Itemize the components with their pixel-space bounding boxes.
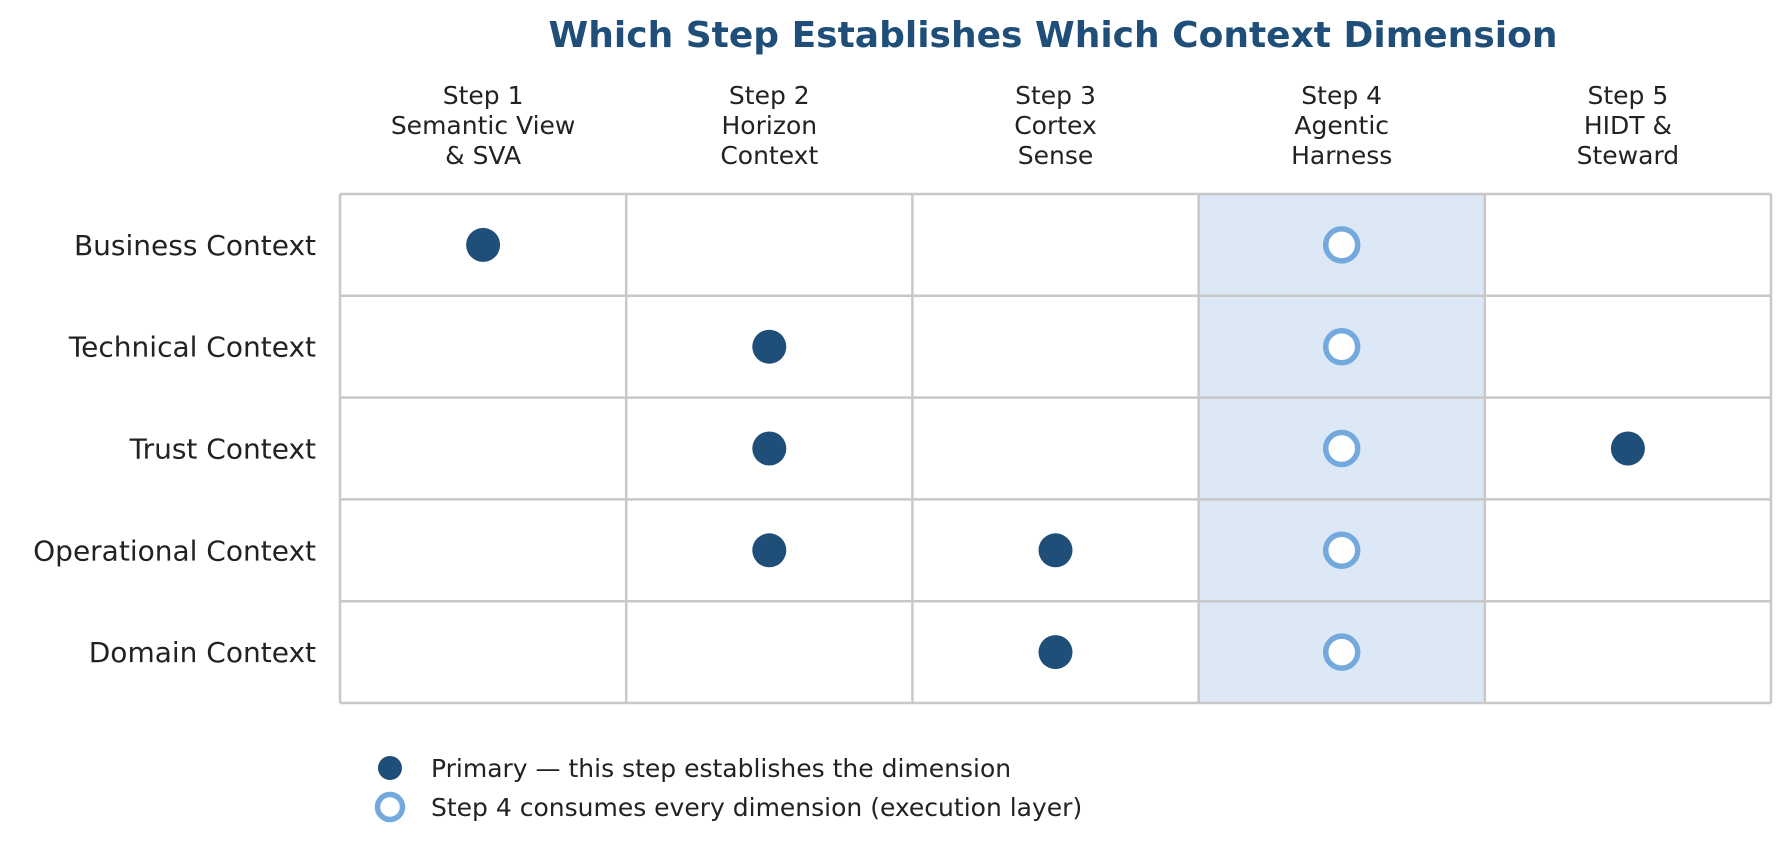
row-header: Operational Context [33, 534, 316, 567]
row-header: Domain Context [89, 636, 316, 669]
column-header-line: Step 5 [1588, 81, 1669, 110]
legend-primary-marker [378, 756, 402, 780]
grid [338, 192, 1773, 705]
column-header-line: Steward [1577, 141, 1680, 170]
primary-marker [466, 227, 501, 262]
column-header-line: & SVA [445, 141, 521, 170]
legend: Primary — this step establishes the dime… [374, 754, 1082, 823]
consumes-marker [1322, 327, 1361, 366]
legend-consumes-marker [374, 791, 406, 823]
primary-marker [752, 533, 787, 568]
markers [466, 226, 1645, 671]
column-header-line: Semantic View [391, 111, 576, 140]
legend-primary-label: Primary — this step establishes the dime… [431, 754, 1011, 783]
column-header-line: Step 4 [1301, 81, 1382, 110]
column-header-line: Step 1 [443, 81, 524, 110]
column-header-line: Cortex [1014, 111, 1097, 140]
column-header-line: Step 2 [729, 81, 810, 110]
chart-title: Which Step Establishes Which Context Dim… [549, 15, 1558, 56]
primary-marker [1038, 635, 1073, 670]
primary-marker [1610, 431, 1645, 466]
row-header: Trust Context [129, 433, 316, 466]
consumes-marker [1322, 429, 1361, 468]
column-header-line: HIDT & [1584, 111, 1672, 140]
primary-marker [752, 431, 787, 466]
column-header-line: Harness [1291, 141, 1392, 170]
consumes-marker [1322, 633, 1361, 671]
row-header: Business Context [74, 229, 316, 262]
row-header: Technical Context [68, 331, 316, 364]
legend-consumes-label: Step 4 consumes every dimension (executi… [431, 793, 1082, 822]
column-header-line: Horizon [722, 111, 818, 140]
column-header-line: Step 3 [1015, 81, 1096, 110]
column-header-line: Context [720, 141, 818, 170]
column-header-line: Agentic [1294, 111, 1389, 140]
consumes-marker [1322, 531, 1361, 570]
primary-marker [752, 329, 787, 364]
column-header-line: Sense [1018, 141, 1094, 170]
consumes-marker [1322, 226, 1361, 264]
primary-marker [1038, 533, 1073, 568]
